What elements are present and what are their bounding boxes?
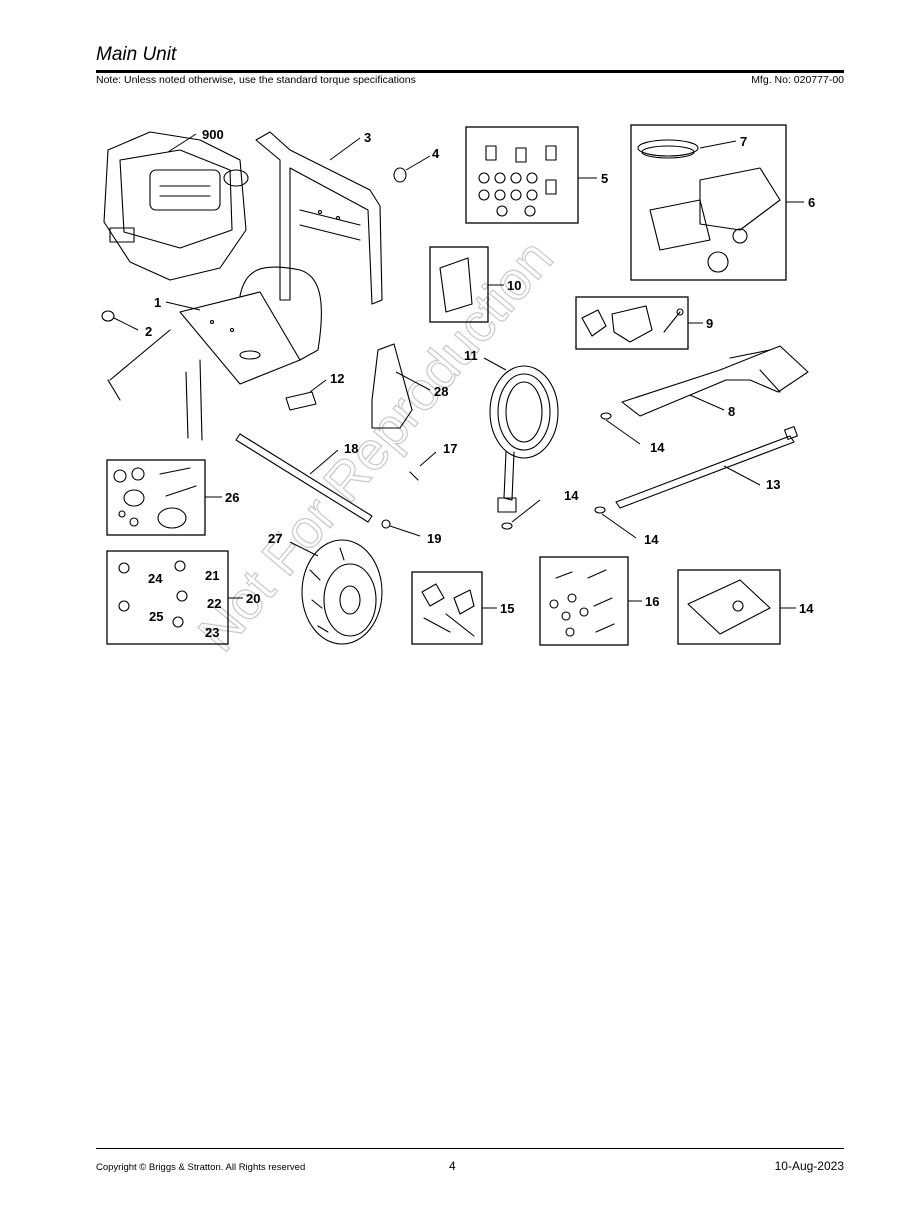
callout-6: 6	[808, 195, 815, 210]
page-number: 4	[449, 1159, 456, 1173]
publish-date: 10-Aug-2023	[774, 1159, 844, 1173]
frame-part	[107, 266, 322, 441]
small-decal-part	[285, 391, 317, 411]
leader-2	[113, 317, 139, 331]
box-5	[465, 126, 579, 224]
callout-8: 8	[728, 404, 735, 419]
cap-part	[101, 310, 115, 322]
box-16	[539, 556, 629, 646]
plate-hole-icon	[732, 600, 744, 612]
torque-note: Note: Unless noted otherwise, use the st…	[96, 74, 416, 86]
callout-900: 900	[202, 127, 224, 142]
callout-11: 11	[464, 348, 478, 363]
mount-kit-part	[113, 467, 197, 529]
callout-1: 1	[154, 295, 161, 310]
isolator-set-part	[478, 145, 557, 217]
callout-26: 26	[225, 490, 239, 505]
lance-part	[594, 426, 798, 514]
box-14	[677, 569, 781, 645]
mfg-number: Mfg. No: 020777-00	[751, 74, 844, 86]
leader-12	[309, 379, 327, 393]
callout-15: 15	[500, 601, 514, 616]
leader-28	[395, 371, 431, 391]
callout-25: 25	[149, 609, 163, 624]
oring-part	[501, 522, 513, 530]
wheel-part	[301, 539, 383, 645]
cover-part	[371, 343, 413, 429]
callout-10: 10	[507, 278, 521, 293]
leader-14b	[605, 419, 641, 445]
parts-diagram: Not For Reproduction 900 3 4 5	[101, 124, 815, 663]
callout-7: 7	[740, 134, 747, 149]
page-title: Main Unit	[96, 44, 177, 65]
leader-8	[689, 394, 725, 411]
spray-gun-part	[600, 345, 809, 420]
callout-28: 28	[434, 384, 448, 399]
clip-set-part	[581, 305, 684, 343]
knob-set-part	[421, 583, 475, 637]
callout-14d: 14	[799, 601, 814, 616]
leader-900	[167, 133, 197, 153]
leader-4	[405, 155, 431, 171]
leader-7	[699, 140, 737, 149]
callout-16: 16	[645, 594, 659, 609]
leader-3	[329, 137, 361, 161]
decal-part	[439, 257, 473, 313]
callout-14c: 14	[644, 532, 659, 547]
plate-part	[687, 579, 771, 635]
box-26	[106, 459, 206, 536]
leader-14a	[511, 499, 541, 523]
pin-part	[409, 471, 419, 481]
callout-5: 5	[601, 171, 608, 186]
callout-23: 23	[205, 625, 219, 640]
copyright: Copyright © Briggs & Stratton. All Right…	[96, 1162, 306, 1173]
callout-22: 22	[207, 596, 221, 611]
callout-24: 24	[148, 571, 163, 586]
callout-19: 19	[427, 531, 441, 546]
pump-part	[637, 139, 781, 273]
box-6	[630, 124, 787, 281]
screw-set-part	[118, 560, 188, 628]
callout-9: 9	[706, 316, 713, 331]
callout-2: 2	[145, 324, 152, 339]
callout-18: 18	[344, 441, 358, 456]
leader-17	[419, 451, 437, 467]
leader-19	[389, 525, 421, 537]
callout-17: 17	[443, 441, 457, 456]
leader-13	[723, 465, 761, 486]
bolt-set-part	[549, 569, 615, 637]
leader-27	[289, 541, 319, 557]
callout-13: 13	[766, 477, 780, 492]
leader-14c	[601, 513, 637, 539]
leader-18	[309, 449, 339, 475]
retainer-part	[381, 519, 391, 529]
engine-part	[103, 131, 249, 281]
header-rule	[96, 70, 844, 73]
callout-14a: 14	[564, 488, 579, 503]
callout-14b: 14	[650, 440, 665, 455]
leader-11	[483, 357, 507, 371]
callout-20: 20	[246, 591, 260, 606]
hose-part	[489, 365, 559, 513]
handle-part	[255, 131, 383, 305]
footer-rule	[96, 1148, 844, 1149]
callout-3: 3	[364, 130, 371, 145]
callout-12: 12	[330, 371, 344, 386]
leader-1	[165, 301, 201, 311]
callout-21: 21	[205, 568, 219, 583]
plug-part	[393, 167, 407, 183]
axle-part	[235, 433, 373, 523]
callout-4: 4	[432, 146, 440, 161]
callout-27: 27	[268, 531, 282, 546]
